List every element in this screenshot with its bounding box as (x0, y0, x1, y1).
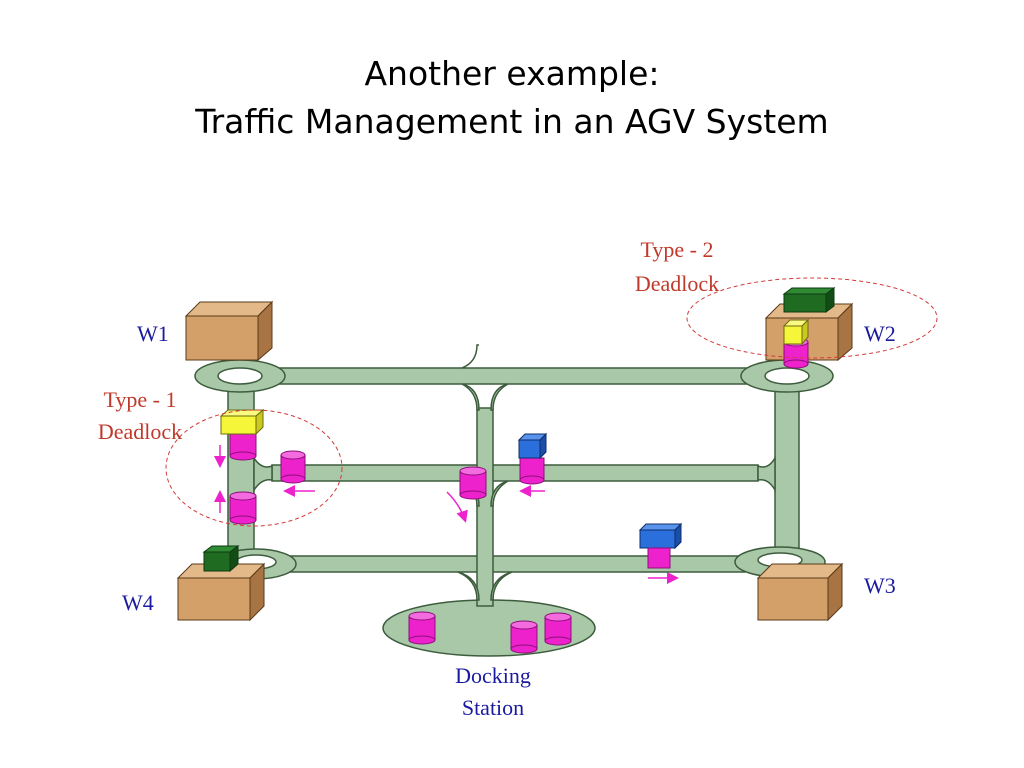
title-line-2: Traffic Management in an AGV System (195, 102, 829, 141)
slide-title: Another example: Traffic Management in a… (0, 50, 1024, 146)
type1-deadlock-circle (165, 409, 343, 527)
label-w2: W2 (864, 321, 896, 346)
track-right (774, 385, 800, 553)
agv-type1-top (229, 431, 257, 461)
track-bottom (279, 555, 746, 573)
label-type2-line1: Type - 2 (641, 237, 714, 262)
track-top (269, 367, 751, 385)
agv-center (459, 466, 487, 500)
label-w1: W1 (137, 321, 169, 346)
yellow-load-type1 (219, 408, 265, 436)
warehouse-w4 (176, 562, 266, 622)
junction-bot-left (457, 571, 480, 601)
track-center (476, 407, 494, 607)
blue-load-agv (638, 522, 683, 569)
junction-top-left (461, 383, 480, 411)
warehouse-w3 (756, 562, 844, 622)
agv-left-spur (280, 450, 306, 484)
green-load-w2 (782, 287, 836, 313)
track-middle (271, 464, 759, 482)
type2-deadlock-circle (686, 277, 938, 359)
track-network (227, 344, 800, 607)
label-dock-line1: Docking (455, 663, 531, 688)
label-type1-line2: Deadlock (98, 419, 182, 444)
junction-bot-right (490, 571, 513, 601)
blue-load-middle (517, 432, 548, 460)
label-w3: W3 (864, 573, 896, 598)
green-load-w4 (202, 545, 240, 573)
agv-middle (519, 457, 545, 485)
label-w4: W4 (122, 590, 154, 615)
direction-arrows (214, 445, 679, 584)
junction-right (757, 455, 776, 493)
agv-vehicles (229, 337, 809, 654)
agv-dock-1 (408, 611, 436, 645)
agv-type1-bottom (229, 491, 257, 525)
junction-mid-right (490, 480, 509, 507)
junction-top-right (490, 383, 509, 411)
warehouse-w1 (184, 300, 274, 362)
title-line-1: Another example: (364, 54, 660, 93)
junction-left (253, 455, 273, 493)
label-dock-line2: Station (462, 695, 524, 720)
junction-upper-left (461, 344, 479, 369)
curved-arrow-icon (446, 491, 468, 523)
label-type1-line1: Type - 1 (104, 387, 177, 412)
yellow-load-w2 (782, 318, 810, 346)
agv-dock-3 (544, 612, 572, 646)
label-type2-line2: Deadlock (635, 271, 719, 296)
agv-dock-2 (510, 620, 538, 654)
